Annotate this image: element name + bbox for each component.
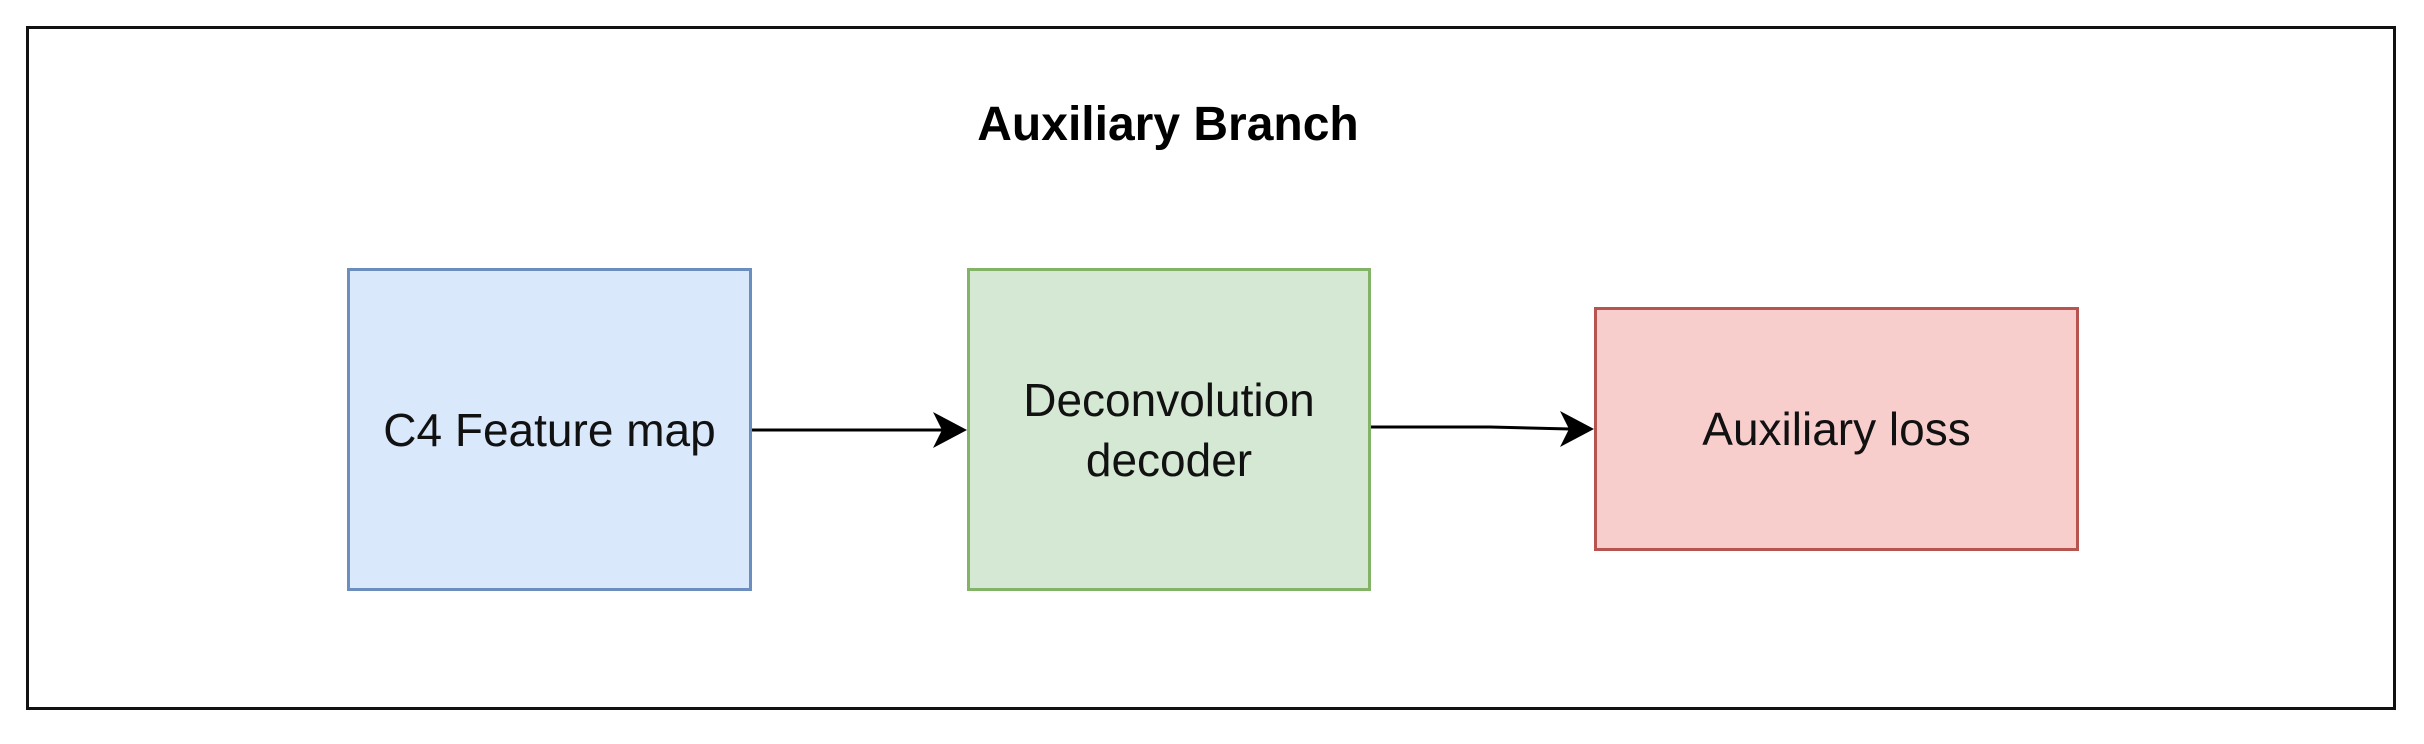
node-label: Auxiliary loss: [1702, 403, 1971, 455]
node-auxiliary-loss: Auxiliary loss: [1594, 307, 2079, 551]
diagram-frame: [26, 26, 2396, 710]
node-c4-feature-map: C4 Feature map: [347, 268, 752, 591]
node-label: Deconvolution decoder: [1023, 373, 1315, 486]
node-deconvolution-decoder: Deconvolution decoder: [967, 268, 1371, 591]
diagram-title: Auxiliary Branch: [977, 98, 1359, 151]
node-label: C4 Feature map: [383, 403, 716, 456]
